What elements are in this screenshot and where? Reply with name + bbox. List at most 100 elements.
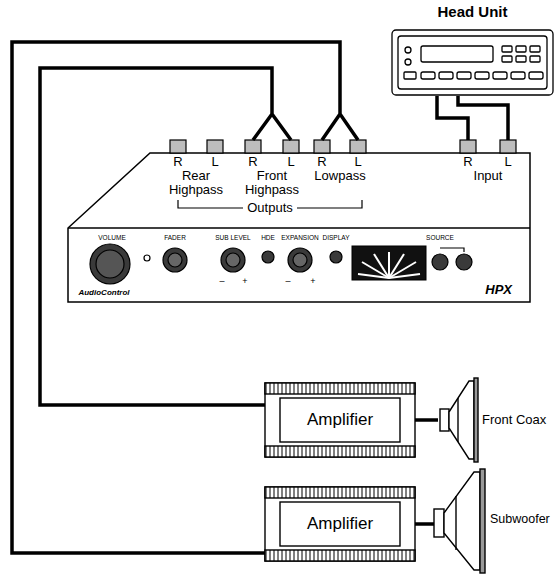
rca-jacks-part [283, 140, 299, 153]
svg-part-part [388, 252, 390, 278]
node-label: Subwoofer [490, 513, 550, 527]
signal-wire [415, 522, 434, 526]
front-panel-controls-part [96, 250, 124, 278]
amplifier-body-part [265, 550, 415, 561]
head-unit-radio-part [421, 72, 435, 79]
head-unit-radio-part [421, 46, 493, 62]
front-panel-controls-part [144, 255, 150, 261]
output-label: Rear Highpass [161, 169, 231, 198]
signal-wire [415, 418, 438, 422]
subwoofer-speaker-part [455, 496, 456, 550]
processor-unit: HPX [68, 140, 530, 302]
rca-jacks-part [500, 140, 516, 153]
front-panel-controls-part [288, 248, 312, 272]
front-panel-controls [90, 244, 472, 284]
signal-wire [437, 96, 468, 140]
coax-speaker-part [440, 409, 449, 431]
front-panel-controls-part [163, 248, 187, 272]
rca-jacks-part [460, 140, 476, 153]
svg-part-part [358, 274, 389, 278]
processor-body [68, 153, 530, 302]
front-panel-controls-part [262, 251, 274, 263]
front-panel-controls-part [440, 248, 464, 252]
head-unit-radio-part [439, 72, 453, 79]
front-panel-controls-part [221, 248, 245, 272]
coax-speaker-part [449, 381, 474, 459]
rca-jacks-part [245, 140, 261, 153]
amplifier-body-part [265, 487, 415, 498]
amplifier-body-part [265, 446, 415, 457]
display-window [352, 246, 426, 280]
coax-speaker [440, 378, 478, 462]
subwoofer-speaker-part [480, 469, 485, 573]
head-unit-radio-part [398, 36, 547, 89]
brand-logo: AudioControl [78, 289, 129, 298]
scale-mark: – [285, 277, 290, 287]
control-label: SOURCE [426, 234, 454, 241]
head-unit-radio-part [529, 72, 543, 79]
front-panel-controls-part [293, 253, 307, 267]
speaker: Front Coax [438, 378, 554, 462]
head-unit-radio-part [511, 72, 525, 79]
channel-label: R [317, 155, 326, 169]
head-unit-radio-part [404, 72, 416, 79]
processor-body-part [68, 227, 530, 229]
front-panel-controls-part [330, 251, 342, 263]
control-label: VOLUME [98, 234, 125, 241]
head-unit-radio-part [516, 56, 526, 62]
svg-part [358, 252, 420, 278]
head-unit-radio-part [530, 46, 540, 52]
scale-mark: – [219, 277, 224, 287]
node-label: HPX [485, 283, 512, 297]
output-label: Lowpass [314, 169, 365, 183]
amplifier-body-part [265, 383, 415, 457]
head-unit-radio-part [493, 72, 507, 79]
node-label: Amplifier [307, 515, 373, 534]
amplifier-box: Amplifier [265, 383, 415, 457]
channel-label: L [287, 155, 294, 169]
amplifier-body [265, 487, 415, 561]
head-unit: Head Unit [390, 4, 555, 96]
amplifier-body-part [265, 487, 415, 561]
control-label: EXPANSION [281, 234, 318, 241]
signal-wire [458, 96, 508, 140]
head-unit-radio-part [502, 46, 512, 52]
rca-jacks-part [314, 140, 330, 153]
amplifier-body-part [280, 398, 400, 442]
head-unit-radio-part [475, 72, 489, 79]
scale-mark: + [310, 277, 315, 287]
front-panel-controls-part [90, 244, 130, 284]
signal-wire [12, 42, 358, 553]
amplifier-body-part [280, 502, 400, 546]
channel-label: R [248, 155, 257, 169]
head-unit-radio-part [392, 30, 553, 95]
group-label: Outputs [243, 201, 297, 215]
head-unit-radio-part [405, 47, 411, 53]
coax-speaker-part [457, 398, 458, 442]
rca-jacks-part [170, 140, 186, 153]
front-panel-controls-part [226, 253, 240, 267]
head-unit-radio-part [457, 72, 471, 79]
signal-wire [40, 68, 291, 405]
subwoofer-speaker-part [434, 509, 444, 537]
node-label: Head Unit [437, 4, 507, 21]
subwoofer-speaker-part [444, 472, 480, 570]
channel-label: R [173, 155, 182, 169]
amplifier-body-part [265, 383, 415, 394]
front-panel-controls-part [456, 254, 472, 270]
channel-label: L [211, 155, 218, 169]
control-label: SUB LEVEL [215, 234, 250, 241]
subwoofer-speaker [434, 469, 485, 573]
control-label: HDE [261, 234, 275, 241]
head-unit-radio-part [516, 46, 526, 52]
amplifier-body [265, 383, 415, 457]
display-window-part [352, 246, 426, 280]
input-label: Input [474, 169, 503, 183]
svg-part-part [389, 274, 420, 278]
channel-label: R [463, 155, 472, 169]
node-label: Amplifier [307, 411, 373, 430]
